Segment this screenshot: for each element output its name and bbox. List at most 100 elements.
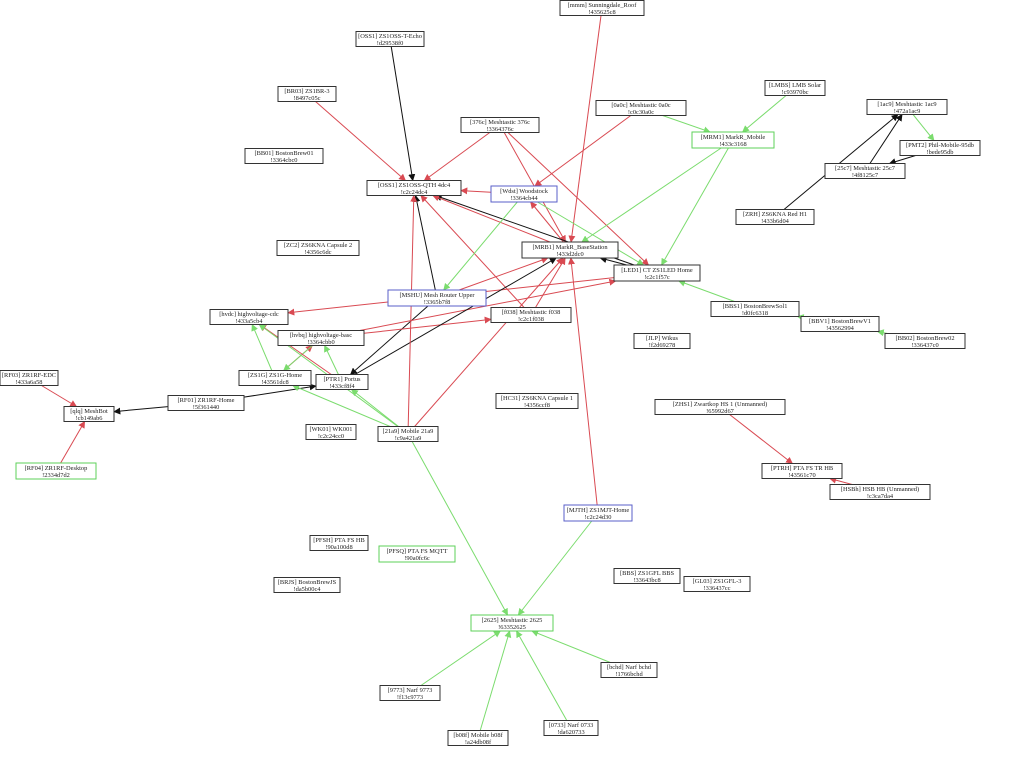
node-id: !65992d67 xyxy=(706,408,734,415)
node-hvbq[interactable]: [hvbq] highvoltage-basc!3364cbb0 xyxy=(277,330,365,347)
node-label: [MRB1] MarkR_BaseStation xyxy=(532,244,608,251)
node-box xyxy=(563,504,633,522)
node-label: [OSS1] ZS1OSS-QTH 4dc4 xyxy=(378,182,451,189)
node-mshu[interactable]: [MSHU] Mesh Router Upper!3365b7f8 xyxy=(387,289,487,307)
node-wk01[interactable]: [WK01] WK001!c2c24cc0 xyxy=(305,424,357,441)
node-bbs[interactable]: [BBS] ZS1GFL BBS!33643bc8 xyxy=(613,568,681,585)
node-mjth[interactable]: [MJTH] ZS1MJT-Home!c2c24d30 xyxy=(563,504,633,522)
node-id: !336437c0 xyxy=(911,342,938,349)
node-box xyxy=(276,240,360,256)
edge-OSS1T-to-OSS1Q xyxy=(390,46,416,182)
node-id: !1766bchd xyxy=(615,671,643,678)
node-brjs[interactable]: [BRJS] BostonBrewJS!da5b00c4 xyxy=(273,577,341,594)
edge-PTR1-to-hvbq xyxy=(324,344,339,375)
node-label: [2625] Meshtastic 2625 xyxy=(482,617,543,624)
node-box xyxy=(543,720,599,736)
edge-MRB1-to-OSS1Q xyxy=(432,194,551,243)
node-25c7[interactable]: [25c7] Meshtastic 25c7!4f8125c7 xyxy=(824,163,906,180)
node-rf03[interactable]: [RF03] ZR1RF-EDC!433a6a58 xyxy=(0,370,59,387)
node-br03[interactable]: [BR03] ZS1BR-3!8497c05c xyxy=(277,86,337,103)
edge-1ac9-to-PMT2 xyxy=(912,114,935,142)
node-label: [376c] Meshtastic 376c xyxy=(470,119,530,126)
node-gl03[interactable]: [GL03] ZS1GFL-3!336437cc xyxy=(683,576,751,593)
node-pfsh[interactable]: [PFSH] PTA FS HB!90a100d8 xyxy=(309,535,369,552)
node-zhs1[interactable]: [ZHS1] Zwartkop HS 1 (Unmanned)!65992d67 xyxy=(654,399,786,416)
node-id: !3364cbb0 xyxy=(307,339,334,346)
node-id: !433c3168 xyxy=(719,141,746,148)
node-label: [RF03] ZR1RF-EDC xyxy=(2,372,56,379)
node-id: !c2c1f57c xyxy=(644,274,670,281)
node-box xyxy=(309,535,369,551)
node-zs1g[interactable]: [ZS1G] ZS1G-Home!43561dc8 xyxy=(238,370,312,387)
node-mmm[interactable]: [mmm] Sunningdale_Roof!435625c8 xyxy=(559,0,645,17)
node-bbs1[interactable]: [BBS1] BostonBrewSol1!d0fc6318 xyxy=(710,301,800,318)
node-label: [OSS1] ZS1OSS-T-Echo xyxy=(358,33,422,40)
node-id: !d29538f0 xyxy=(377,40,404,47)
node-hc31[interactable]: [HC31] ZS6KNA Capsule 1!4356ccf8 xyxy=(495,393,579,410)
edge-f038-to-OSS1Q xyxy=(420,194,525,308)
node-ptr1[interactable]: [PTR1] Portus!433cf8f4 xyxy=(315,374,369,391)
node-1ac9[interactable]: [1ac9] Meshtastic 1ac9!472a1ac9 xyxy=(866,99,948,116)
node-label: [BRJS] BostonBrewJS xyxy=(278,579,337,586)
node-label: [BB02] BostonBrew02 xyxy=(895,335,954,342)
node-wdst[interactable]: [Wdst] Woodstock!3364cb44 xyxy=(490,185,558,203)
node-oss1q[interactable]: [OSS1] ZS1OSS-QTH 4dc4!c2c24dc4 xyxy=(366,180,462,197)
node-id: !433a5cb4 xyxy=(236,318,264,325)
node-rf01[interactable]: [RF01] ZR1RF-Home!5f361440 xyxy=(167,395,245,412)
node-376c[interactable]: [376c] Meshtastic 376c!3364376c xyxy=(460,117,540,134)
node-mrm1[interactable]: [MRM1] MarkR_Mobile!433c3168 xyxy=(691,131,775,149)
node-lmbs[interactable]: [LMBS] LMB Solar!c93970bc xyxy=(764,80,826,97)
node-f038[interactable]: [f038] Meshtastic f038!c2c1f038 xyxy=(490,307,572,324)
node-id: !90a100d8 xyxy=(325,544,352,551)
edge-Wdst-to-LED1 xyxy=(537,201,645,266)
node-0733[interactable]: [0733] Narf 0733!da620733 xyxy=(543,720,599,737)
edge-mmm-to-MRB1 xyxy=(568,15,602,243)
node-bb02[interactable]: [BB02] BostonBrew02!336437c0 xyxy=(884,333,966,350)
node-id: !43561c70 xyxy=(788,472,815,479)
node-label: [BR03] ZS1BR-3 xyxy=(284,88,329,95)
node-id: !c93970bc xyxy=(782,89,809,96)
node-zrh[interactable]: [ZRH] ZS6KNA Red H1!433b6d04 xyxy=(735,209,815,226)
edge-MJTH-to-MRB1 xyxy=(568,257,598,506)
node-jlp[interactable]: [JLP] Wikus!f2d69278 xyxy=(633,333,691,350)
node-box xyxy=(355,31,425,47)
node-label: [WK01] WK001 xyxy=(309,426,352,433)
node-mrb1[interactable]: [MRB1] MarkR_BaseStation!433d2dc0 xyxy=(521,241,619,259)
node-21a9[interactable]: [21a9] Mobile 21a9!c9a421a9 xyxy=(377,426,439,443)
node-ptrh[interactable]: [PTRH] PTA FS TR HB!43561c70 xyxy=(761,463,843,480)
node-box xyxy=(277,86,337,102)
node-0a0c[interactable]: [0a0c] Meshtastic 0a0c!c0c30a0c xyxy=(595,100,687,117)
node-box xyxy=(899,140,981,156)
node-2625[interactable]: [2625] Meshtastic 2625!63352625 xyxy=(470,614,554,632)
node-id: !63352625 xyxy=(498,624,526,631)
node-box xyxy=(735,209,815,225)
node-led1[interactable]: [LED1] CT ZS1LED Home!c2c1f57c xyxy=(613,264,701,282)
node-b08f[interactable]: [b08f] Mobile b08f!a24db08f xyxy=(447,730,509,747)
node-box xyxy=(559,0,645,16)
node-qlq[interactable]: [qlq] MeshBot!cb149ab6 xyxy=(63,406,115,423)
node-bchd[interactable]: [bchd] Narf bchd!1766bchd xyxy=(600,662,658,679)
edge-bchd-to-2625 xyxy=(531,630,611,663)
node-box xyxy=(761,463,843,479)
node-label: [PFSQ] PTA FS MQTT xyxy=(387,548,448,555)
edge-PTR1-to-MRB1 xyxy=(354,257,557,375)
edge-ZRH-to-1ac9 xyxy=(783,114,899,210)
node-bbv1[interactable]: [BBV1] BostonBrewV1!43562994 xyxy=(800,316,880,333)
node-label: [mmm] Sunningdale_Roof xyxy=(568,2,638,9)
node-label: [b08f] Mobile b08f xyxy=(453,732,503,739)
node-pmt2[interactable]: [PMT2] Phil-Mobile-95db!bede95db xyxy=(899,140,981,157)
node-bb01[interactable]: [BB01] BostonBrew01!3364cbc0 xyxy=(244,148,324,165)
node-oss1t[interactable]: [OSS1] ZS1OSS-T-Echo!d29538f0 xyxy=(355,31,425,48)
edge-PMT2-to-25c7 xyxy=(888,155,916,165)
node-zc2[interactable]: [ZC2] ZS6KNA Capsule 2!4356c6dc xyxy=(276,240,360,257)
node-box xyxy=(0,370,59,386)
edge-21a9-to-2625 xyxy=(411,441,509,616)
node-hvdc[interactable]: [hvdc] highvoltage-cdc!433a5cb4 xyxy=(209,309,289,326)
node-id: !c3ca7da4 xyxy=(867,493,894,500)
node-box xyxy=(829,484,931,500)
node-rf04[interactable]: [RF04] ZR1RF-Desktop!2334d7d2 xyxy=(15,462,97,480)
node-9773[interactable]: [9773] Narf 9773!f13c9773 xyxy=(379,685,441,702)
edge-HSBh-to-PTRH xyxy=(829,476,853,485)
node-pfsq[interactable]: [PFSQ] PTA FS MQTT!90a0fc6c xyxy=(378,545,456,563)
node-hsbh[interactable]: [HSBh] HSB HB (Unmanned)!c3ca7da4 xyxy=(829,484,931,501)
